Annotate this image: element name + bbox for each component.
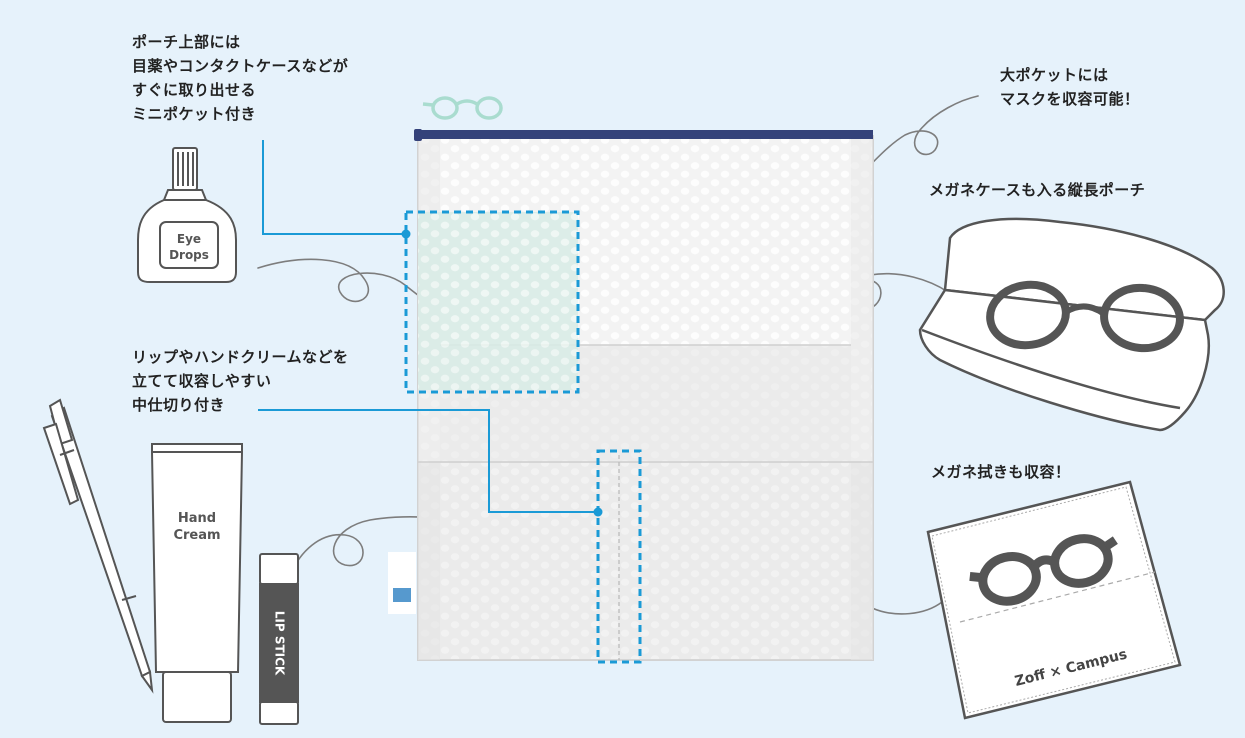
hand-cream-label-1: Hand (178, 511, 216, 526)
cloth-annotation: メガネ拭きも収容！ (931, 463, 1071, 481)
annotation-line: ミニポケット付き (132, 105, 257, 123)
annotation-line: 目薬やコンタクトケースなどが (132, 57, 349, 75)
lip-stick (259, 553, 299, 725)
cleaning-cloth (926, 480, 1182, 720)
eye-drops-label-1: Eye (177, 232, 201, 246)
zipper (416, 130, 873, 139)
annotation-line: ポーチ上部には (132, 33, 241, 51)
mini-pocket-annotation: ポーチ上部には 目薬やコンタクトケースなどが すぐに取り出せる ミニポケット付き (132, 30, 348, 126)
glasses-case (918, 217, 1225, 432)
leader-dot (593, 507, 603, 517)
lip-stick-label: LIP STICK (273, 611, 287, 676)
brand-tag (388, 552, 416, 614)
hand-cream-tube (151, 443, 243, 723)
annotation-line: リップやハンドクリームなどを (132, 348, 349, 366)
annotation-line: すぐに取り出せる (132, 81, 257, 99)
eye-drops-label-2: Drops (169, 248, 209, 262)
annotation-line: マスクを収容可能！ (1000, 90, 1140, 108)
divider-annotation: リップやハンドクリームなどを 立てて収容しやすい 中仕切り付き (132, 345, 349, 417)
leader-lines (258, 140, 598, 513)
annotation-line: 立てて収容しやすい (132, 372, 272, 390)
annotation-line: 大ポケットには (1000, 66, 1109, 84)
zipper-pull (414, 129, 422, 141)
pen (42, 398, 154, 694)
pouch (414, 129, 874, 661)
small-glasses-icon (422, 96, 503, 120)
leader-dot (401, 229, 411, 239)
glasses-case-annotation: メガネケースも入る縦長ポーチ (929, 181, 1146, 199)
divider-highlight (596, 449, 642, 664)
mini-pocket-highlight (404, 210, 580, 394)
hand-cream-label-2: Cream (173, 528, 220, 543)
big-pocket-annotation: 大ポケットには マスクを収容可能！ (1000, 63, 1140, 111)
eye-drops-bottle (137, 147, 237, 283)
annotation-line: 中仕切り付き (132, 396, 226, 414)
